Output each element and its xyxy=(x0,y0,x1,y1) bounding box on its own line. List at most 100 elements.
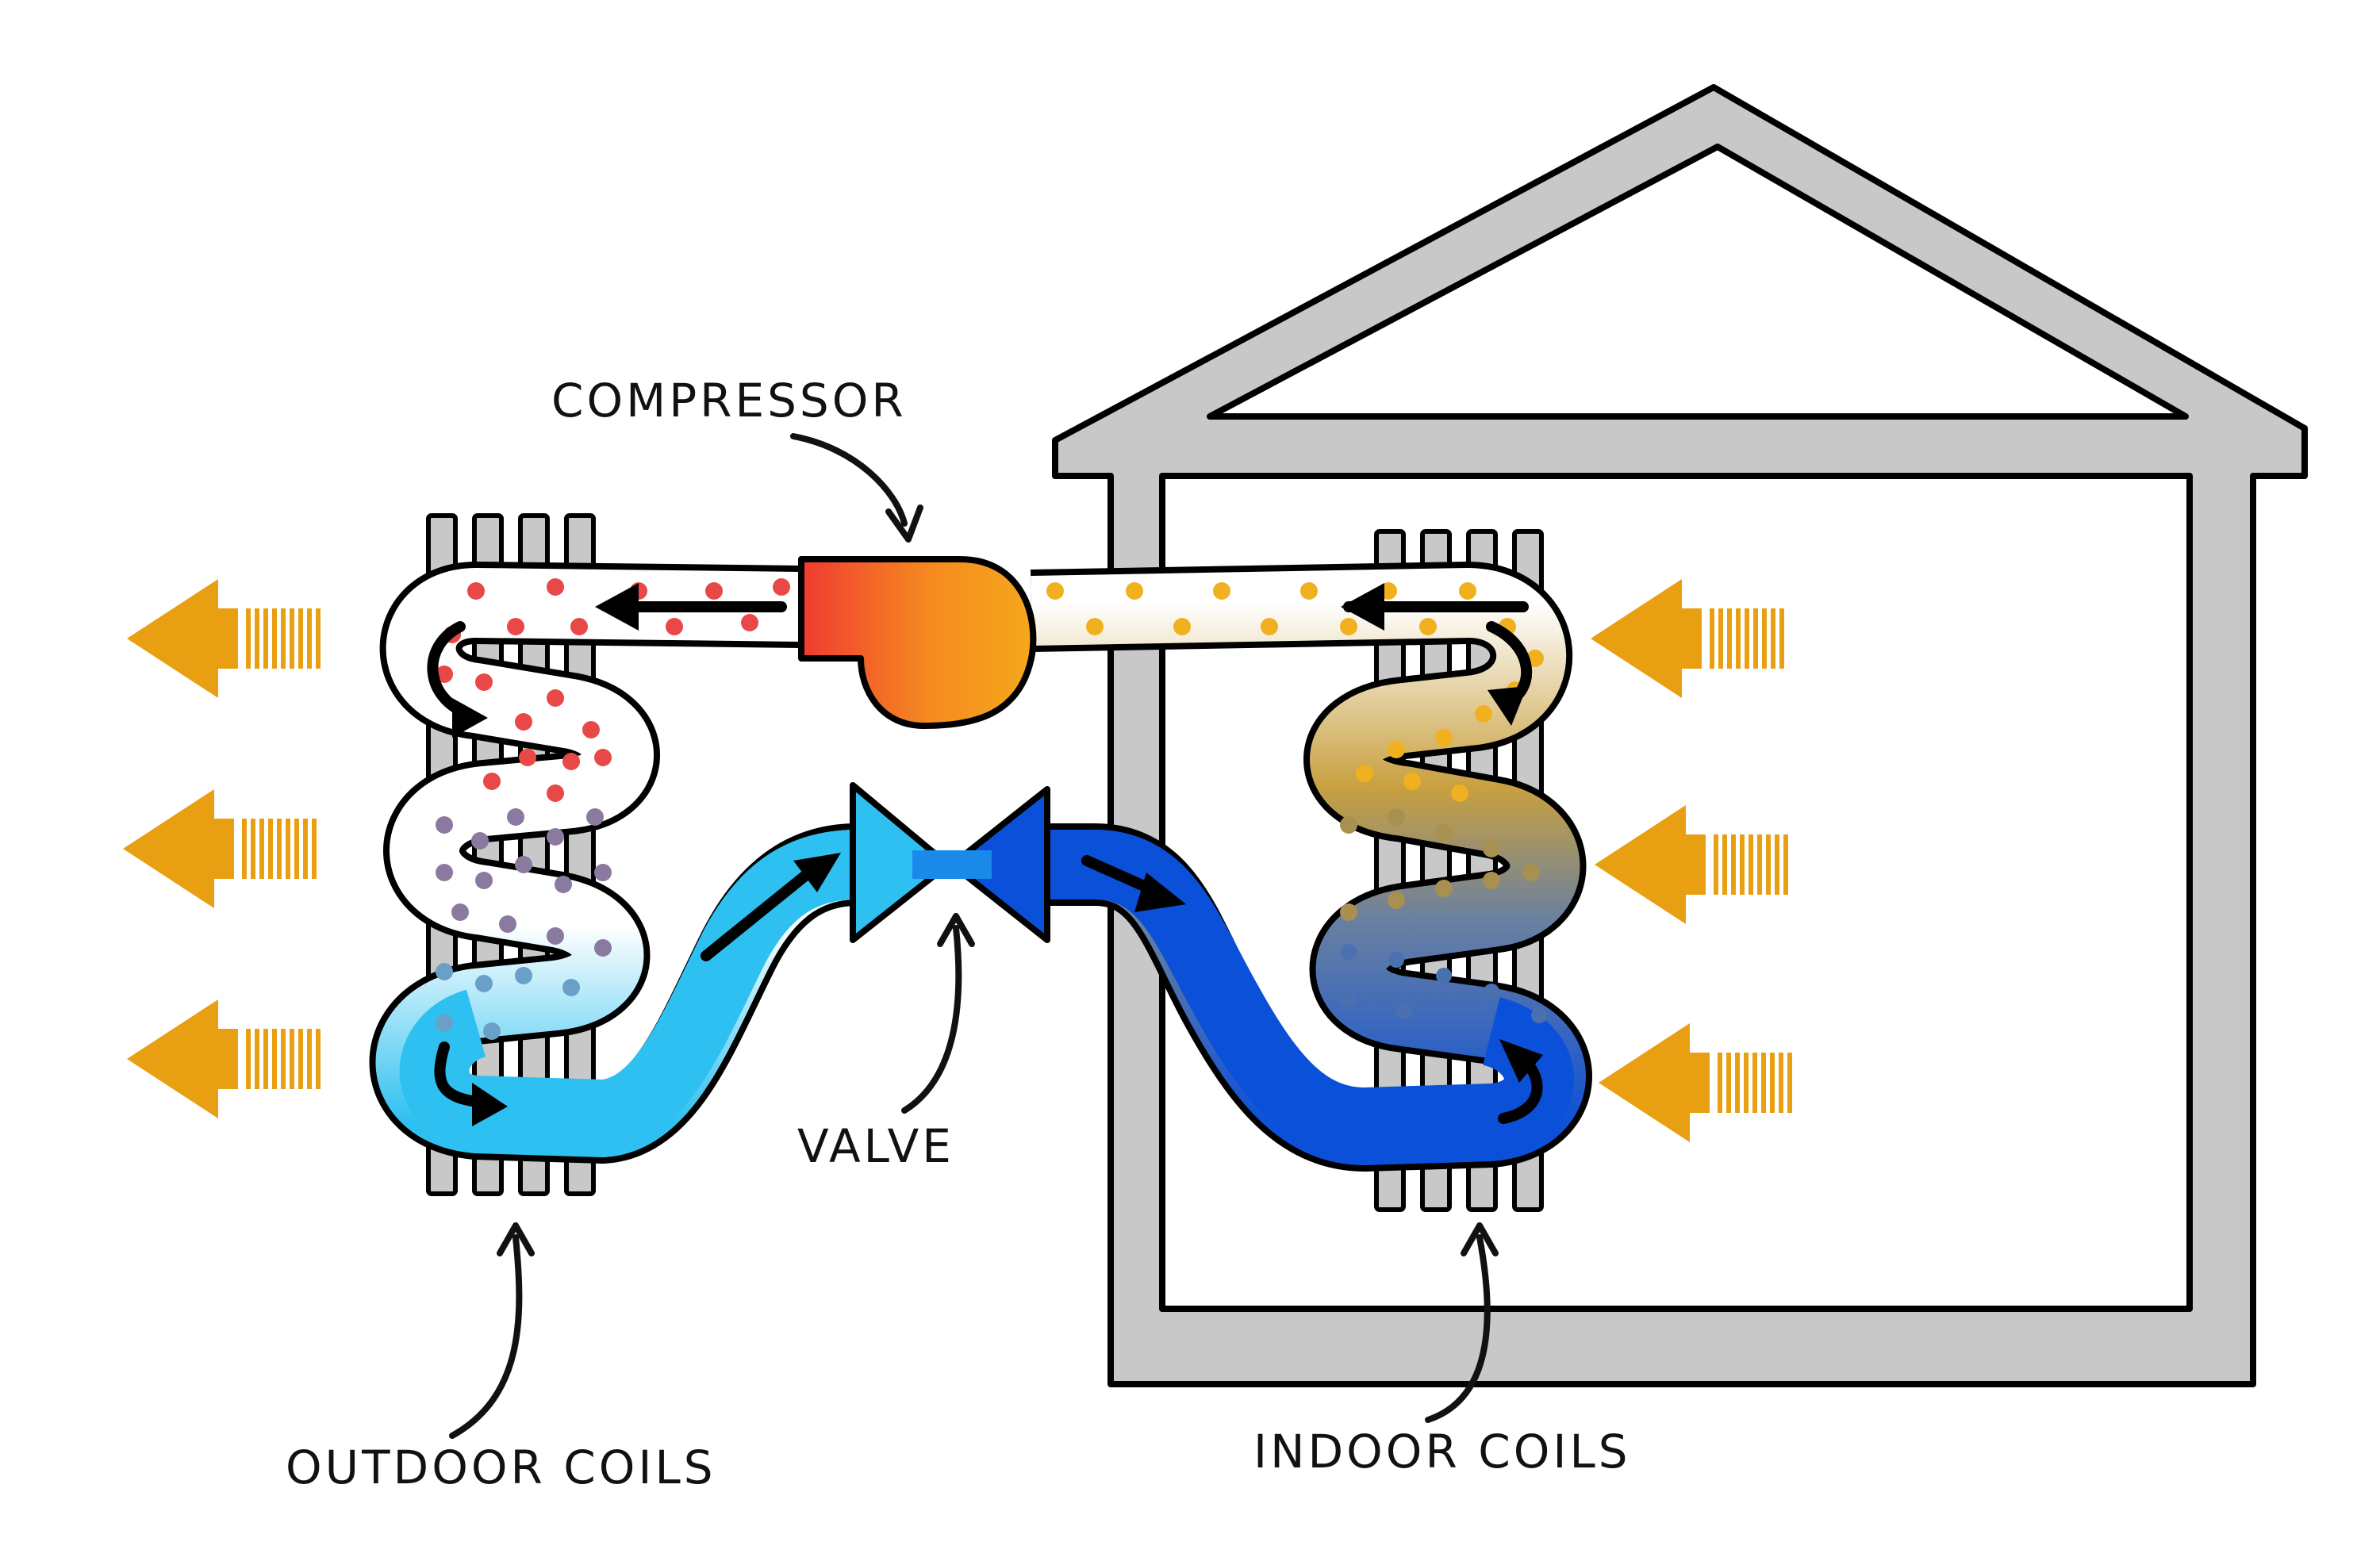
heat-flow-arrows xyxy=(123,579,1792,1142)
heat-flow-arrow-icon xyxy=(1591,579,1784,698)
refrigerant-particle xyxy=(547,689,564,707)
heat-flow-arrow-icon xyxy=(123,789,317,908)
refrigerant-particle xyxy=(1261,618,1278,635)
refrigerant-flow-arrow-icon xyxy=(701,853,841,961)
refrigerant-particle xyxy=(1396,1003,1412,1019)
refrigerant-particle xyxy=(436,864,453,881)
refrigerant-particle xyxy=(1419,618,1437,635)
refrigerant-particle xyxy=(519,749,536,766)
refrigerant-particle xyxy=(773,578,790,596)
refrigerant-particle xyxy=(1388,892,1405,909)
refrigerant-particle xyxy=(1436,968,1452,984)
refrigerant-particle xyxy=(1388,741,1405,758)
refrigerant-particle xyxy=(1484,984,1499,999)
refrigerant-particle xyxy=(515,713,532,731)
refrigerant-particle xyxy=(507,808,524,826)
refrigerant-flow-arrow-icon xyxy=(427,621,488,738)
compressor xyxy=(798,556,1037,729)
heat-flow-arrow-icon xyxy=(1595,805,1788,924)
refrigerant-particle xyxy=(1086,618,1104,635)
refrigerant-particle xyxy=(1531,1007,1547,1023)
refrigerant-particle xyxy=(1341,944,1357,960)
refrigerant-particle xyxy=(1459,582,1476,600)
refrigerant-particle xyxy=(499,915,516,933)
heat-flow-arrow-icon xyxy=(1599,1023,1792,1142)
refrigerant-particle xyxy=(547,828,564,846)
refrigerant-particle xyxy=(1483,840,1500,857)
valve xyxy=(850,782,1050,943)
refrigerant-particle xyxy=(1388,952,1404,968)
refrigerant-particle xyxy=(515,967,532,984)
refrigerant-particle xyxy=(741,614,758,631)
refrigerant-particle xyxy=(547,578,564,596)
refrigerant-particle xyxy=(594,749,612,766)
refrigerant-particle xyxy=(1522,864,1540,881)
house-attic xyxy=(1207,144,2189,420)
refrigerant-particle xyxy=(1451,784,1468,802)
valve-label: VALVE xyxy=(797,1119,954,1173)
refrigerant-flow-arrow-icon xyxy=(595,583,787,631)
refrigerant-particle xyxy=(1388,808,1405,826)
refrigerant-particle xyxy=(1340,618,1357,635)
refrigerant-particle xyxy=(555,876,572,893)
refrigerant-particle xyxy=(475,872,493,889)
refrigerant-particle xyxy=(1403,773,1421,790)
heat-flow-arrow-icon xyxy=(127,999,321,1118)
compressor-label: COMPRESSOR xyxy=(551,374,907,428)
refrigerant-particle xyxy=(547,927,564,945)
callout-arrows xyxy=(449,433,1499,1439)
refrigerant-particle xyxy=(436,1015,453,1032)
refrigerant-particle xyxy=(570,618,588,635)
refrigerant-particle xyxy=(1340,816,1357,834)
refrigerant-particle xyxy=(562,979,580,996)
refrigerant-particle xyxy=(1340,903,1357,921)
refrigerant-flow-arrow-icon xyxy=(1498,1039,1543,1124)
refrigerant-particle xyxy=(562,753,580,770)
refrigerant-particle xyxy=(1435,729,1453,746)
callout-arrow-icon xyxy=(449,1222,535,1439)
refrigerant-particle xyxy=(451,903,469,921)
callout-arrow-icon xyxy=(901,913,975,1114)
refrigerant-particle xyxy=(705,582,723,600)
refrigerant-particle xyxy=(594,939,612,957)
house xyxy=(1052,84,2308,1387)
refrigerant-particle xyxy=(1435,880,1453,897)
refrigerant-particle xyxy=(586,808,604,826)
refrigerant-particle xyxy=(1356,765,1373,782)
refrigerant-particle xyxy=(1046,582,1064,600)
refrigerant-flow-arrow-icon xyxy=(434,1041,508,1126)
refrigerant-flow-arrows xyxy=(427,583,1543,1126)
refrigerant-particle xyxy=(1435,824,1453,842)
refrigerant-particle xyxy=(594,864,612,881)
refrigerant-particle xyxy=(1213,582,1230,600)
refrigerant-particle xyxy=(436,816,453,834)
refrigerant-particle xyxy=(471,832,489,850)
refrigerant-particle xyxy=(666,618,683,635)
refrigerant-flow-arrow-icon xyxy=(1081,855,1186,912)
refrigerant-particle xyxy=(1126,582,1143,600)
callout-arrow-icon xyxy=(790,433,923,543)
refrigerant-particle xyxy=(467,582,485,600)
refrigerant-particle xyxy=(1483,872,1500,889)
heat-flow-arrow-icon xyxy=(127,579,321,698)
refrigerant-particle xyxy=(547,784,564,802)
refrigerant-particle xyxy=(1300,582,1318,600)
outdoor-coils-label: OUTDOOR COILS xyxy=(286,1440,716,1494)
refrigerant-particle xyxy=(582,721,600,738)
refrigerant-particle xyxy=(1341,992,1357,1007)
refrigerant-particle xyxy=(436,666,453,683)
refrigerant-flow-arrow-icon xyxy=(1486,621,1533,726)
refrigerant-particle xyxy=(436,963,453,980)
refrigerant-particle xyxy=(475,975,493,992)
refrigerant-particle xyxy=(507,618,524,635)
refrigerant-particle xyxy=(1475,705,1492,723)
refrigerant-particle xyxy=(483,1022,501,1040)
refrigerant-particle xyxy=(483,773,501,790)
refrigerant-particle xyxy=(515,856,532,873)
refrigerant-flow-arrow-icon xyxy=(1341,583,1529,631)
callout-arrow-icon xyxy=(1425,1222,1499,1423)
refrigerant-particle xyxy=(1173,618,1191,635)
indoor-coils-label: INDOOR COILS xyxy=(1253,1425,1631,1479)
